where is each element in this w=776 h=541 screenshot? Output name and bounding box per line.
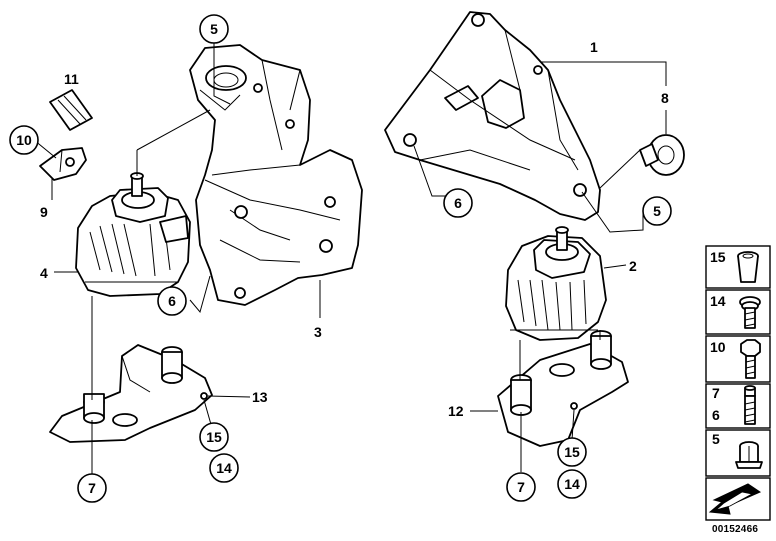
rubber-nut-icon	[737, 251, 759, 283]
label-4: 4	[40, 265, 48, 281]
right-engine-bracket	[384, 11, 601, 221]
label-12: 12	[448, 403, 464, 419]
svg-text:5: 5	[210, 21, 218, 37]
svg-text:6: 6	[454, 195, 462, 211]
collar-bolt-icon	[739, 296, 761, 329]
panel-row-15	[705, 245, 771, 289]
direction-arrow-icon	[708, 483, 762, 515]
callout-14-right: 14	[557, 469, 587, 499]
svg-text:15: 15	[564, 444, 580, 460]
callout-7-right: 7	[506, 472, 536, 502]
label-8: 8	[661, 90, 669, 106]
callout-10: 10	[9, 125, 39, 155]
panel-row-7-6	[705, 383, 771, 429]
hex-nut-icon	[735, 441, 763, 469]
panel-number-10: 10	[710, 339, 726, 355]
callout-6-left: 6	[157, 286, 187, 316]
hex-bolt-icon	[740, 339, 761, 379]
label-13: 13	[252, 389, 268, 405]
fastener-legend-panel: 15 14 10 7 6 5	[705, 245, 771, 521]
svg-text:7: 7	[88, 480, 96, 496]
part-11-rubber-cap	[49, 89, 93, 131]
part-9-clip	[39, 147, 87, 181]
svg-text:5: 5	[653, 203, 661, 219]
left-rubber-mount	[75, 172, 191, 297]
svg-text:15: 15	[206, 429, 222, 445]
part-8-buffer	[639, 134, 685, 176]
callout-14-left: 14	[209, 453, 239, 483]
label-9: 9	[40, 204, 48, 220]
callout-15-right: 15	[557, 437, 587, 467]
callout-7-left: 7	[77, 473, 107, 503]
callout-6-right: 6	[443, 188, 473, 218]
left-base-plate	[49, 344, 213, 443]
diagram-reference-number: 00152466	[712, 524, 759, 535]
svg-text:6: 6	[168, 293, 176, 309]
label-1: 1	[590, 39, 598, 55]
right-rubber-mount	[505, 226, 607, 341]
panel-number-6: 6	[712, 407, 720, 423]
panel-number-5: 5	[712, 431, 720, 447]
callout-15-left: 15	[199, 422, 229, 452]
panel-number-14: 14	[710, 293, 726, 309]
label-3: 3	[314, 324, 322, 340]
left-engine-bracket	[189, 44, 363, 306]
callout-5-top: 5	[199, 14, 229, 44]
callout-5-right: 5	[642, 196, 672, 226]
right-base-plate	[497, 330, 629, 447]
svg-text:7: 7	[517, 479, 525, 495]
label-11: 11	[64, 71, 79, 87]
svg-text:10: 10	[16, 132, 32, 148]
label-2: 2	[629, 258, 637, 274]
stud-bolt-icon	[744, 385, 756, 425]
svg-text:14: 14	[216, 460, 232, 476]
panel-number-15: 15	[710, 249, 726, 265]
panel-number-7: 7	[712, 385, 720, 401]
panel-row-14	[705, 289, 771, 335]
svg-text:14: 14	[564, 476, 580, 492]
plain-labels: 11 9 4 3 13 1 8 2 12	[40, 39, 669, 419]
